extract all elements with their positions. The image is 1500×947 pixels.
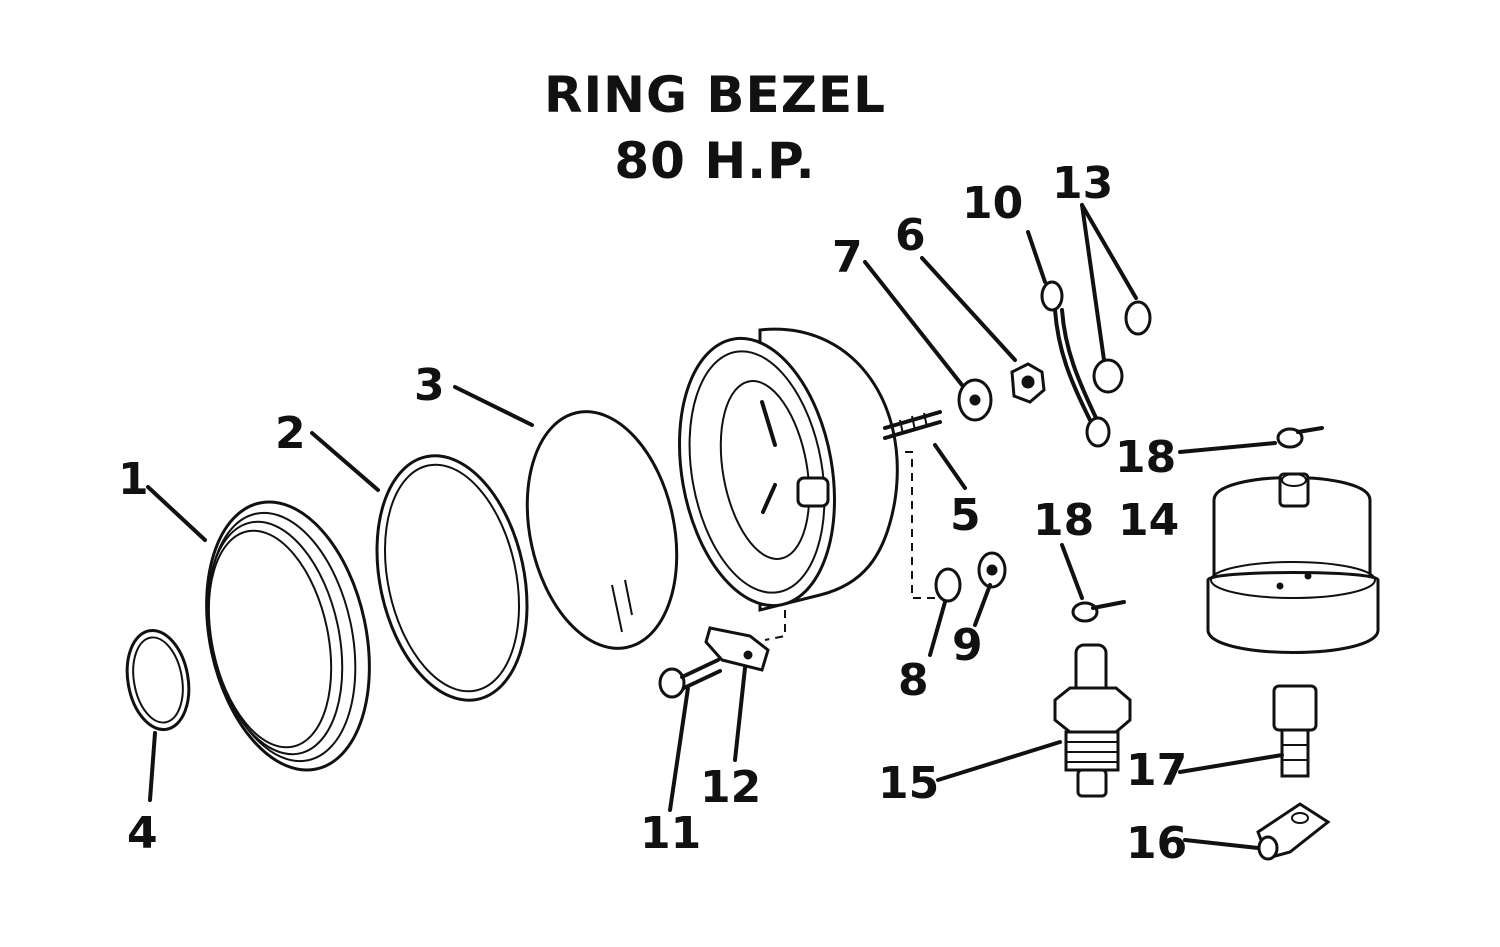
part-14-sender	[1206, 472, 1380, 654]
callout-5: 5	[950, 490, 981, 541]
part-10-wire-lead	[1040, 280, 1111, 448]
callout-14: 14	[1118, 495, 1179, 546]
callout-4: 4	[127, 808, 158, 859]
part-18-terminal-lower	[1071, 600, 1126, 623]
part-6-nut	[1010, 362, 1046, 404]
callout-2: 2	[275, 408, 306, 459]
gauge-body	[678, 327, 942, 641]
callout-11: 11	[640, 808, 701, 859]
callout-16: 16	[1126, 818, 1187, 869]
part-4-small-ring	[125, 628, 191, 732]
callout-8: 8	[898, 655, 929, 706]
part-11-screw	[658, 658, 722, 699]
part-12-clip	[704, 626, 770, 672]
part-15-temp-sender	[1053, 643, 1132, 798]
part-1-bezel-ring	[205, 500, 371, 772]
callout-17: 17	[1126, 745, 1187, 796]
part-3-lens	[525, 410, 679, 650]
part-17-fitting	[1272, 684, 1318, 778]
part-8-washer	[934, 567, 962, 603]
leader-lines	[146, 203, 1284, 850]
callout-1: 1	[118, 454, 149, 505]
diagram-title: RING BEZEL	[544, 66, 886, 124]
callout-6: 6	[895, 210, 926, 261]
part-13-terminals	[1092, 300, 1152, 394]
callout-7: 7	[832, 232, 863, 283]
callout-18-upper: 18	[1115, 432, 1176, 483]
callout-9: 9	[952, 620, 983, 671]
callout-18-lower: 18	[1033, 495, 1094, 546]
callout-15: 15	[878, 758, 939, 809]
part-9-nut	[977, 551, 1007, 589]
callout-12: 12	[700, 762, 761, 813]
callout-3: 3	[414, 360, 445, 411]
part-2-gasket-ring	[375, 454, 529, 702]
part-7-lock-washer	[957, 378, 993, 422]
part-18-terminal-upper	[1276, 426, 1324, 449]
diagram-subtitle: 80 H.P.	[614, 132, 816, 190]
callout-13: 13	[1052, 158, 1113, 209]
part-16-connector	[1256, 802, 1331, 861]
callout-10: 10	[962, 178, 1023, 229]
